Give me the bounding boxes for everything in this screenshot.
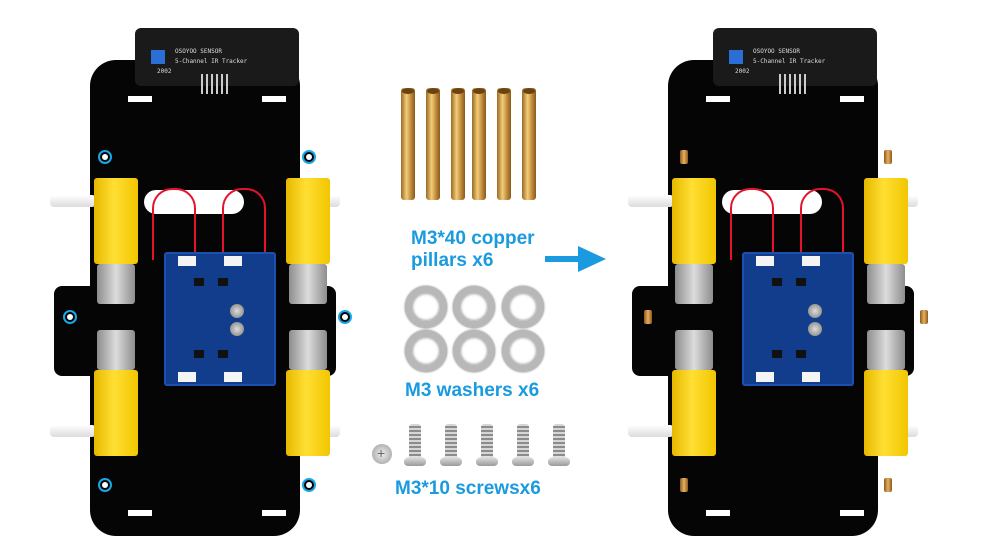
gear-motor [286,330,330,458]
mount-hole-highlight [98,150,112,164]
motor-driver-board [742,252,854,386]
washer [405,286,447,328]
installed-pillar [884,478,892,492]
gear-motor [672,330,716,458]
sensor-brand: OSOYOO SENSOR [753,48,800,55]
wheel-shaft [50,195,96,207]
arrow-shaft [545,256,579,262]
screws-caption: M3*10 screwsx6 [395,478,541,499]
installed-pillar [680,150,688,164]
plate-wing-left [54,286,102,376]
header-pins [779,74,809,94]
copper-pillar [451,88,465,200]
screw-head-top-view [372,444,392,464]
plate-slot [128,96,152,102]
screw [548,424,570,468]
copper-pillar [497,88,511,200]
washer [453,286,495,328]
header-pins [201,74,231,94]
washer [453,330,495,372]
sensor-code: 2002 [157,68,172,75]
installed-pillar [920,310,928,324]
pillars-caption: M3*40 copper pillars x6 [411,228,535,272]
plate-slot [128,510,152,516]
copper-pillar [401,88,415,200]
potentiometer [151,50,165,64]
pillars-caption-line2: pillars x6 [411,250,494,271]
installed-pillar [644,310,652,324]
plate-slot [262,96,286,102]
mount-hole-highlight [98,478,112,492]
copper-pillar [522,88,536,200]
washer [502,330,544,372]
pillars-caption-line1: M3*40 copper [411,228,535,249]
screw [512,424,534,468]
gear-motor [94,330,138,458]
wheel-shaft [628,195,674,207]
screw [440,424,462,468]
sensor-brand: OSOYOO SENSOR [175,48,222,55]
washers-caption: M3 washers x6 [405,380,540,401]
ir-tracker-sensor: OSOYOO SENSOR 5-Channel IR Tracker 2002 [713,28,877,94]
mount-hole-highlight [302,150,316,164]
sensor-code: 2002 [735,68,750,75]
chassis-after: OSOYOO SENSOR 5-Channel IR Tracker 2002 [618,28,928,540]
plate-slot [706,96,730,102]
gear-motor [672,178,716,306]
chassis-before: OSOYOO SENSOR 5-Channel IR Tracker 2002 [40,28,352,540]
motor-wire [152,188,196,260]
motor-wire [800,188,844,260]
gear-motor [864,330,908,458]
mount-hole-highlight [63,310,77,324]
screw [476,424,498,468]
plate-slot [840,96,864,102]
plate-slot [840,510,864,516]
gear-motor [286,178,330,306]
ir-tracker-sensor: OSOYOO SENSOR 5-Channel IR Tracker 2002 [135,28,299,94]
mount-hole-highlight [302,478,316,492]
plate-wing-left [632,286,680,376]
gear-motor [864,178,908,306]
motor-driver-board [164,252,276,386]
wheel-shaft [50,425,96,437]
potentiometer [729,50,743,64]
washer [405,330,447,372]
wheel-shaft [628,425,674,437]
plate-slot [706,510,730,516]
sensor-model: 5-Channel IR Tracker [753,58,826,65]
screw [404,424,426,468]
mount-hole-highlight [338,310,352,324]
plate-slot [262,510,286,516]
motor-wire [730,188,774,260]
motor-wire [222,188,266,260]
copper-pillar [426,88,440,200]
copper-pillar [472,88,486,200]
installed-pillar [680,478,688,492]
gear-motor [94,178,138,306]
washer [502,286,544,328]
sensor-model: 5-Channel IR Tracker [175,58,248,65]
installed-pillar [884,150,892,164]
arrow-head [578,246,606,272]
